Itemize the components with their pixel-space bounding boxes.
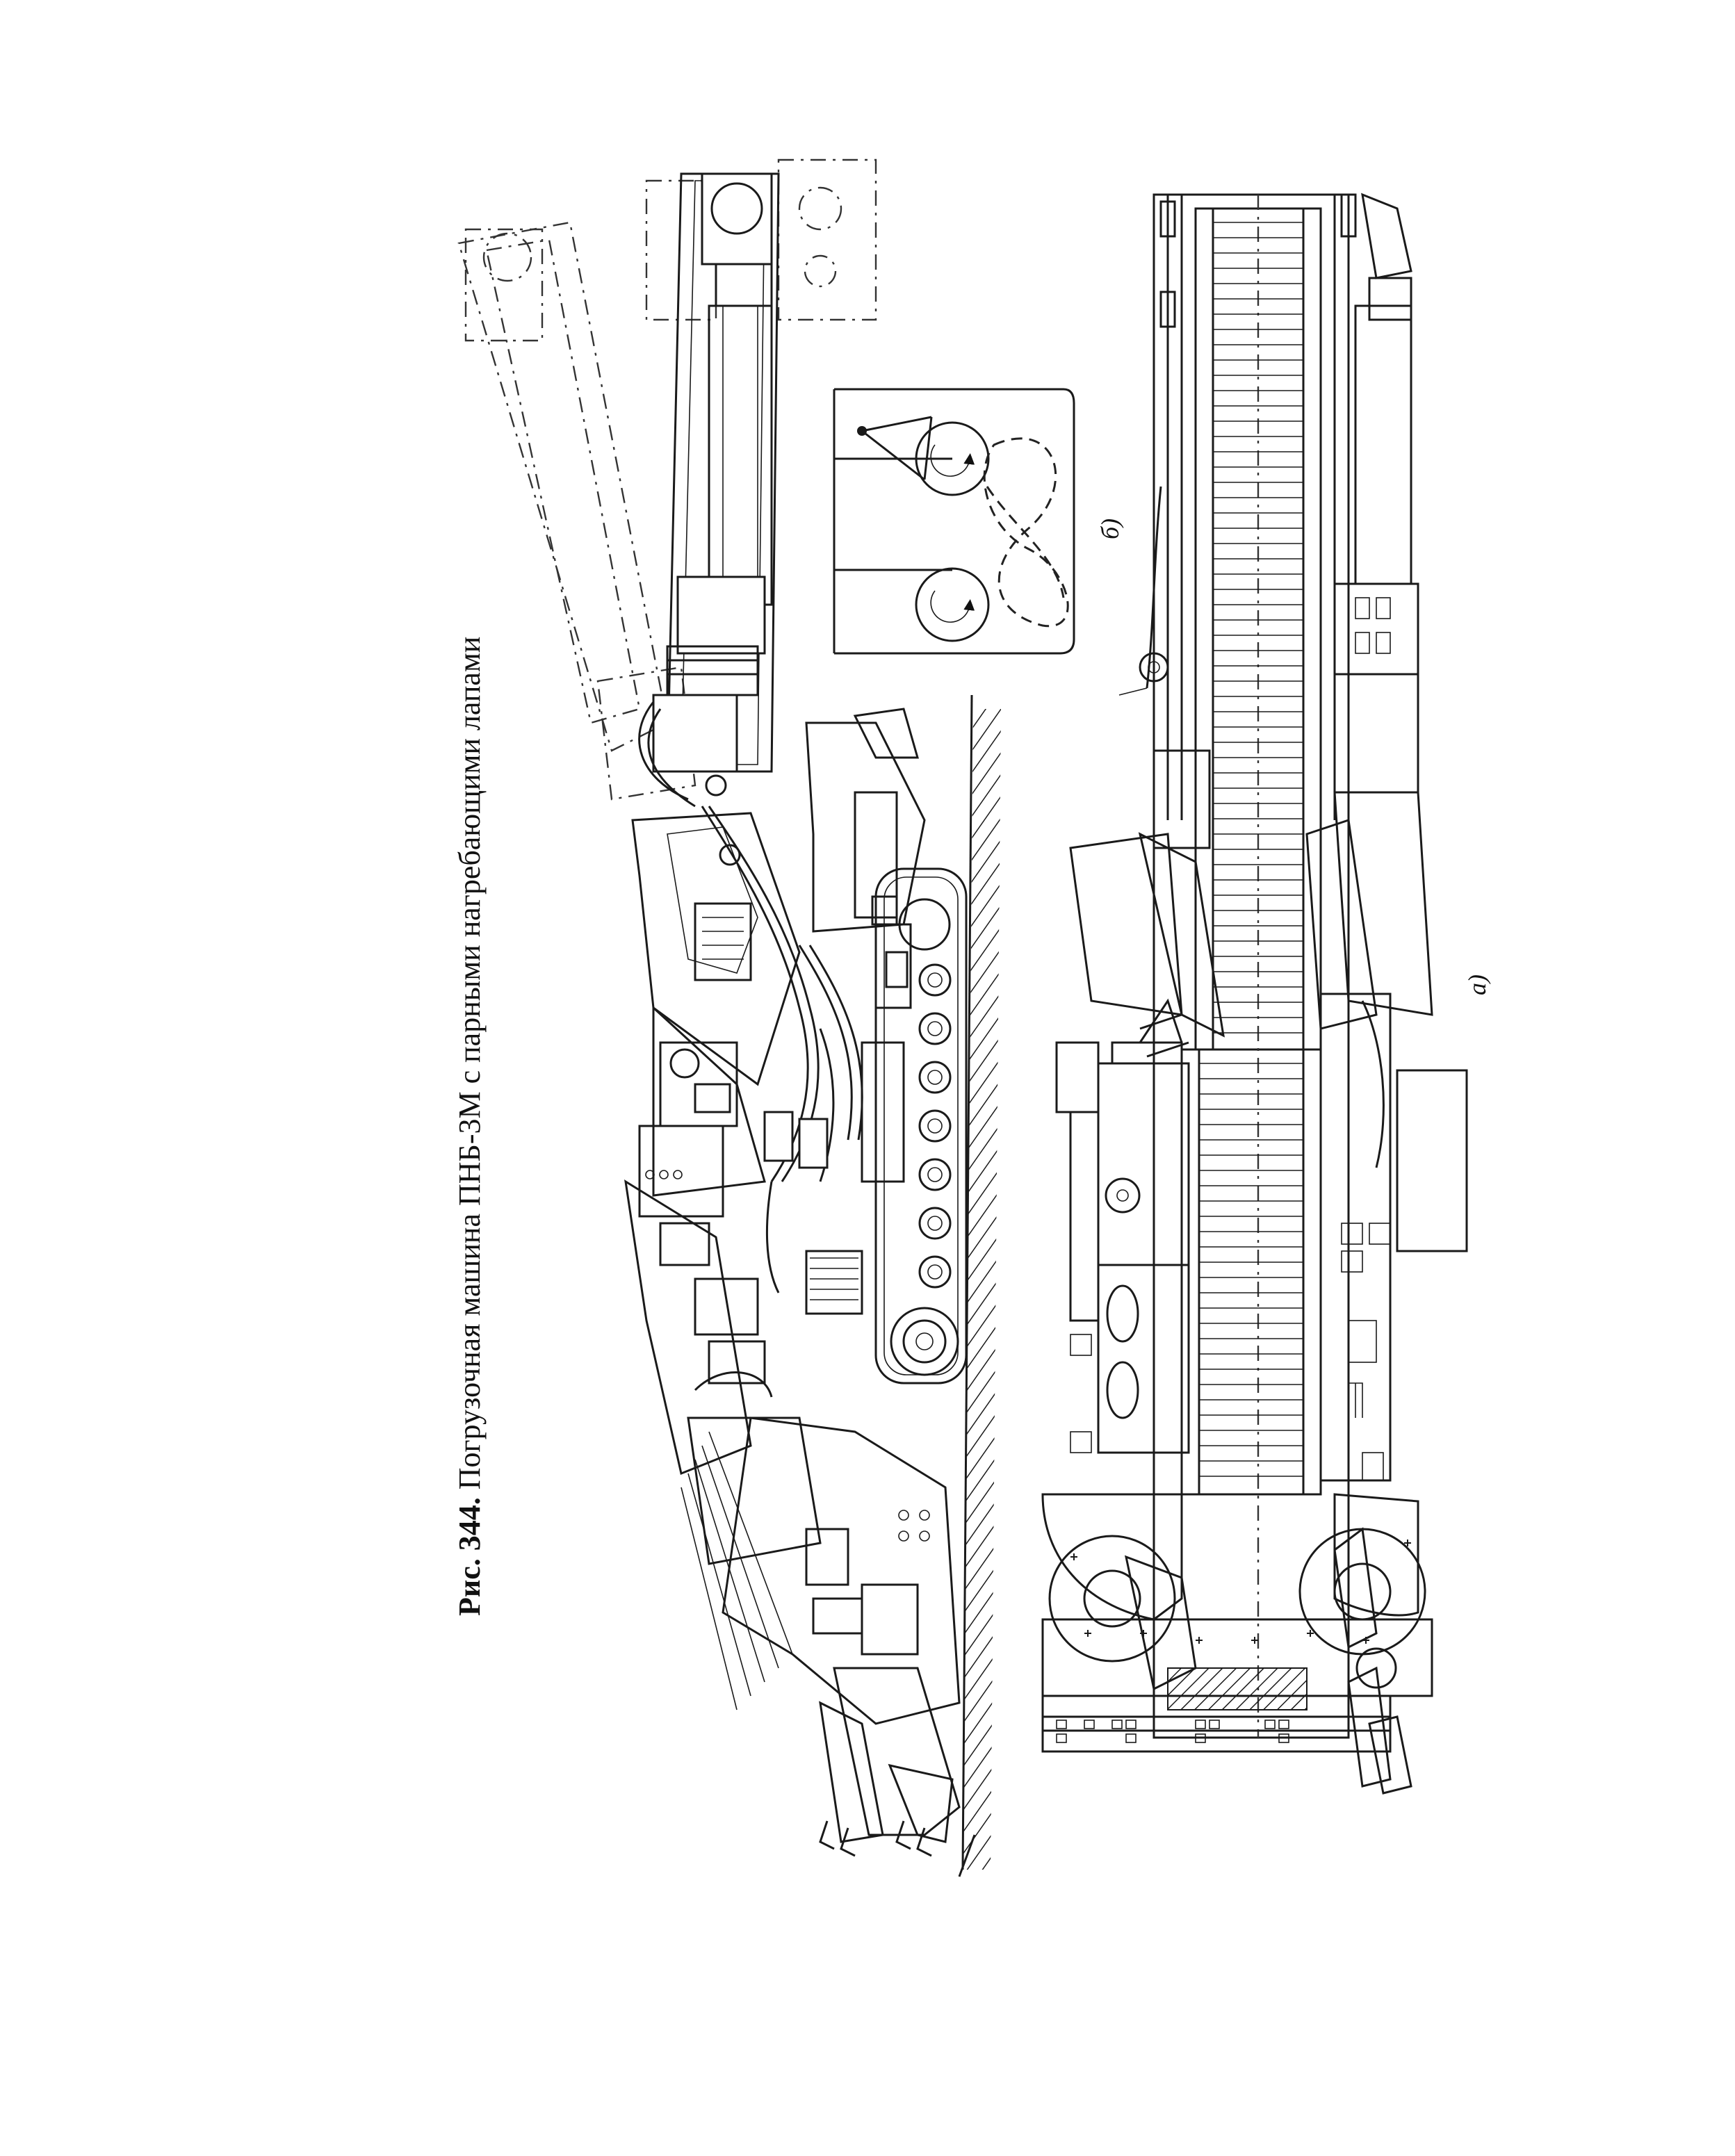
scraper-conveyor bbox=[1180, 195, 1322, 1738]
machine-body bbox=[624, 812, 822, 1565]
side-view bbox=[457, 158, 1001, 1877]
view-label-inset: б) bbox=[1096, 518, 1124, 539]
caption-text: Погрузочная машина ПНБ-3М с парными нагр… bbox=[453, 636, 487, 1490]
gathering-discs bbox=[1041, 1493, 1426, 1795]
conveyor-boom bbox=[638, 172, 780, 808]
loading-head bbox=[681, 1416, 961, 1857]
plan-view bbox=[1041, 193, 1468, 1795]
plan-left-side bbox=[1055, 195, 1225, 1454]
plan-hydraulic-pipe bbox=[1118, 486, 1169, 696]
figure-caption: Рис. 344. Погрузочная машина ПНБ-3М с па… bbox=[452, 637, 487, 1616]
ground-surface bbox=[958, 694, 1001, 1877]
plan-right-side bbox=[1305, 193, 1468, 1482]
view-label-main: а) bbox=[1463, 974, 1491, 995]
front-plate bbox=[1041, 1540, 1433, 1753]
caption-label: Рис. 344. bbox=[453, 1497, 487, 1616]
conveyor-slats bbox=[1199, 222, 1303, 1477]
hydraulic-lines bbox=[701, 806, 863, 1293]
rivet-marks bbox=[1070, 1540, 1411, 1644]
motion-diagram-inset bbox=[833, 388, 1075, 655]
crawler-track bbox=[805, 867, 968, 1385]
operator-cab bbox=[805, 708, 926, 1009]
